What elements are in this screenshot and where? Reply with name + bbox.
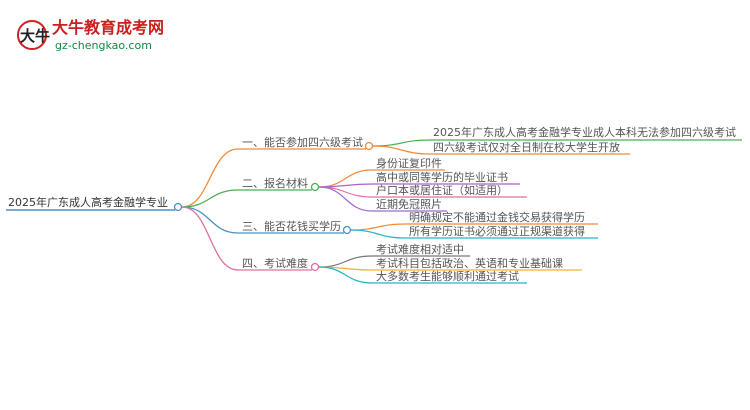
leaf-label-3-1: 明确规定不能通过金钱交易获得学历 — [409, 210, 585, 224]
leaf-connector-2-2 — [318, 183, 373, 188]
leaf-node-1-1[interactable]: 2025年广东成人高考金融学专业成人本科无法参加四六级考试 — [430, 125, 742, 141]
branch-node-3[interactable]: 三、能否花钱买学历 — [238, 219, 352, 235]
branch-connector-dot-4[interactable] — [310, 262, 320, 272]
branch-label-1: 一、能否参加四六级考试 — [242, 135, 363, 149]
leaf-label-2-3: 户口本或居住证（如适用） — [376, 183, 508, 197]
leaf-label-1-2: 四六级考试仅对全日制在校大学生开放 — [433, 140, 620, 154]
branch-label-4: 四、考试难度 — [242, 256, 308, 270]
leaf-label-4-1: 考试难度相对适中 — [376, 242, 464, 256]
branch-connector-dot-2[interactable] — [310, 182, 320, 192]
leaf-node-4-3[interactable]: 大多数考生能够顺利通过考试 — [372, 269, 527, 284]
logo-ring — [17, 20, 47, 50]
leaf-connector-3-2 — [350, 229, 406, 239]
branch-label-3: 三、能否花钱买学历 — [242, 219, 341, 233]
leaf-connector-3-1 — [350, 223, 406, 231]
branch-connector-dot-1[interactable] — [364, 141, 374, 151]
leaf-connector-2-3 — [318, 186, 373, 198]
leaf-label-1-1: 2025年广东成人高考金融学专业成人本科无法参加四六级考试 — [433, 125, 736, 139]
leaf-node-4-2[interactable]: 考试科目包括政治、英语和专业基础课 — [372, 256, 582, 271]
root-node[interactable]: 2025年广东成人高考金融学专业 — [6, 195, 183, 212]
root-node-label: 2025年广东成人高考金融学专业 — [8, 195, 168, 209]
leaf-node-3-2[interactable]: 所有学历证书必须通过正规渠道获得 — [405, 224, 598, 239]
leaf-node-2-2[interactable]: 高中或同等学历的毕业证书 — [372, 170, 520, 185]
logo-url: gz-chengkao.com — [55, 39, 152, 52]
leaf-label-4-3: 大多数考生能够顺利通过考试 — [376, 269, 519, 283]
leaf-node-2-3[interactable]: 户口本或居住证（如适用） — [372, 183, 527, 198]
leaf-label-2-2: 高中或同等学历的毕业证书 — [376, 170, 508, 184]
leaf-connector-4-3 — [318, 266, 373, 284]
leaf-connector-2-4 — [318, 186, 373, 212]
branch-node-4[interactable]: 四、考试难度 — [238, 256, 320, 272]
branch-connector-2 — [181, 189, 239, 208]
leaf-label-2-1: 身份证复印件 — [376, 156, 442, 170]
branch-connector-1 — [181, 148, 239, 208]
leaf-node-2-1[interactable]: 身份证复印件 — [372, 156, 445, 171]
leaf-node-1-2[interactable]: 四六级考试仅对全日制在校大学生开放 — [430, 140, 630, 155]
leaf-connector-1-1 — [372, 139, 431, 147]
root-node-connector[interactable] — [173, 202, 183, 212]
leaf-node-3-1[interactable]: 明确规定不能通过金钱交易获得学历 — [405, 210, 598, 225]
leaf-connector-4-1 — [318, 255, 373, 268]
branch-node-2[interactable]: 二、报名材料 — [238, 176, 320, 192]
leaf-label-4-2: 考试科目包括政治、英语和专业基础课 — [376, 256, 563, 270]
leaf-connector-1-2 — [372, 145, 431, 155]
branch-node-1[interactable]: 一、能否参加四六级考试 — [238, 135, 374, 151]
leaf-label-3-2: 所有学历证书必须通过正规渠道获得 — [409, 224, 585, 238]
leaf-label-2-4: 近期免冠照片 — [376, 197, 442, 211]
logo-mark-text: 大牛 — [20, 27, 50, 45]
logo-mark-icon: 大牛 — [17, 20, 50, 50]
logo-title: 大牛教育成考网 — [52, 18, 164, 37]
leaf-node-2-4[interactable]: 近期免冠照片 — [372, 197, 447, 212]
branch-connector-dot-3[interactable] — [342, 225, 352, 235]
site-logo: 大牛 大牛教育成考网 gz-chengkao.com — [17, 18, 164, 52]
leaf-node-4-1[interactable]: 考试难度相对适中 — [372, 242, 470, 257]
branch-connector-3 — [181, 206, 239, 234]
branch-connector-4 — [181, 206, 239, 271]
branch-label-2: 二、报名材料 — [242, 176, 308, 190]
